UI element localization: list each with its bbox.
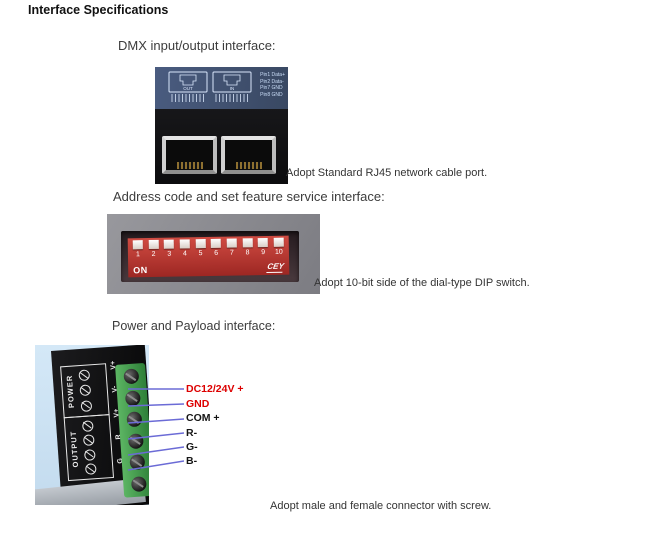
jack-label-in: IN [230,86,235,91]
dip-slider [226,238,237,248]
dip-slider [132,240,143,250]
rj45-out-jack-diagram: OUT [168,71,208,102]
power-label: POWER [64,374,77,409]
power-section-heading: Power and Payload interface: [112,319,276,333]
dip-number: 6 [214,249,219,257]
screw-icon [79,384,92,397]
dip-switch-recess: 1 2 3 4 5 6 7 8 9 10 ON CEY [121,231,299,282]
dip-number: 5 [198,250,203,258]
screw-icon [78,369,91,382]
pinout-line: Pin8 GND [260,91,283,98]
jack-label-out: OUT [183,86,193,91]
dip-number: 9 [261,249,266,257]
dip-switch-body: 1 2 3 4 5 6 7 8 9 10 ON CEY [127,235,290,278]
dmx-interface-photo: OUT IN Pin1 Data+ Pin2 Data- Pin7 GND Pi… [155,67,288,184]
rj45-in-jack-diagram: IN [212,71,252,102]
terminal-screw [130,476,147,493]
dip-number: 1 [135,251,140,259]
dip-number: 7 [229,249,234,257]
dip-number: 4 [182,250,187,258]
dip-number: 3 [167,250,172,258]
pinout-line: Pin2 Data- [260,78,284,85]
dip-section-heading: Address code and set feature service int… [113,189,385,204]
dip-slider [242,238,253,248]
screw-icon [81,419,94,432]
dip-on-label: ON [133,265,148,276]
dip-number: 8 [245,249,250,257]
screw-icon [84,463,97,476]
pinout-list: Pin1 Data+ Pin2 Data- Pin7 GND Pin8 GND [260,72,285,98]
terminal-label: G- [186,441,198,453]
rj45-port [162,136,217,174]
screw-icon [82,434,95,447]
terminal-label: DC12/24V + [186,383,244,395]
terminal-label: COM + [186,412,220,424]
dip-slider [257,237,269,248]
dip-slider [179,239,190,249]
dip-brand-logo: CEY [265,261,285,274]
terminal-label: GND [186,398,210,410]
page-title: Interface Specifications [28,3,169,17]
dip-slider [273,237,284,247]
dip-slider [148,239,159,250]
pcb-label-frame: POWER OUTPUT [60,363,115,482]
power-screw-icons [78,367,93,414]
screw-icon [83,448,96,461]
dip-caption: Adopt 10-bit side of the dial-type DIP s… [314,277,530,289]
dip-number: 10 [274,248,283,256]
output-label-box: OUTPUT [63,414,115,482]
rj45-port [221,136,276,174]
output-label: OUTPUT [68,429,81,468]
terminal-label: R- [186,427,198,439]
output-screw-icons [81,418,97,477]
dip-slider [164,239,175,249]
power-interface-photo: POWER OUTPUT [35,345,149,505]
dip-switch-photo: 1 2 3 4 5 6 7 8 9 10 ON CEY [107,214,320,294]
dip-slider [195,239,206,249]
annotation-lines [128,388,184,471]
power-caption: Adopt male and female connector with scr… [270,500,492,512]
dmx-section-heading: DMX input/output interface: [118,38,276,53]
dip-slider [210,238,222,248]
power-label-box: POWER [60,363,110,419]
screw-icon [80,400,93,412]
dip-numbers: 1 2 3 4 5 6 7 8 9 10 [133,249,284,259]
dmx-pinout-panel: OUT IN Pin1 Data+ Pin2 Data- Pin7 GND Pi… [155,67,288,109]
dip-number: 2 [151,250,156,258]
pinout-line: Pin1 Data+ [260,72,285,78]
pinout-line: Pin7 GND [260,85,283,91]
terminal-label: B- [186,455,198,467]
dmx-caption: Adopt Standard RJ45 network cable port. [286,167,488,179]
dip-sliders [132,237,284,250]
